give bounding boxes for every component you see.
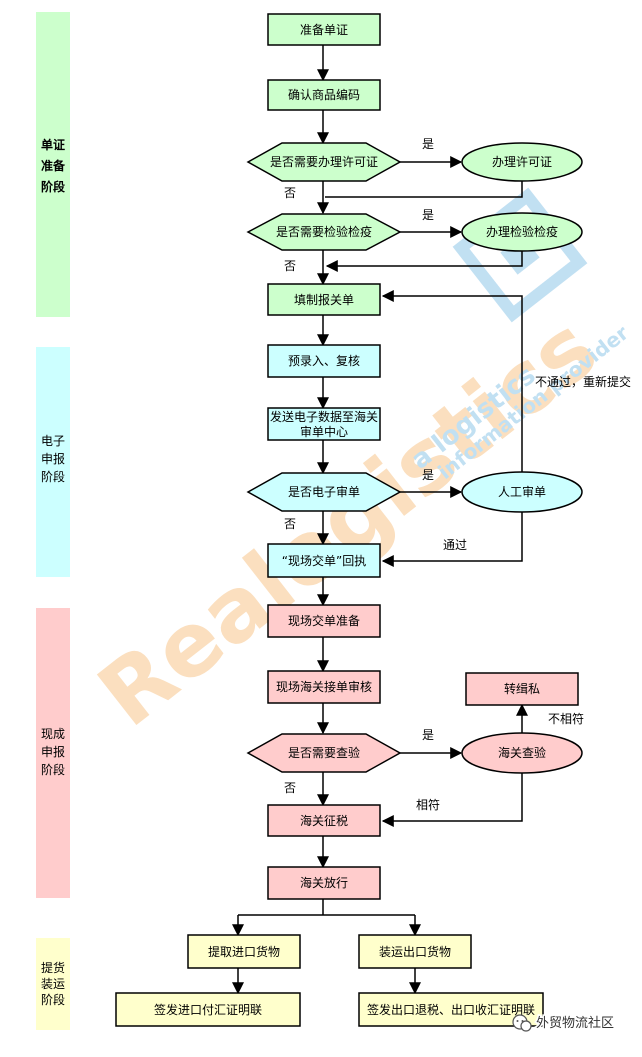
svg-text:办理检验检疫: 办理检验检疫: [486, 224, 558, 239]
svg-text:海关征税: 海关征税: [300, 813, 348, 828]
svg-text:签发出口退税、出口收汇证明联: 签发出口退税、出口收汇证明联: [367, 1002, 535, 1017]
stage-band-shipping: [36, 938, 70, 1030]
svg-text:发送电子数据至海关: 发送电子数据至海关: [270, 409, 378, 424]
node-need-check: 是否需要查验: [246, 733, 402, 773]
node-fill-declaration: 填制报关单: [267, 283, 381, 316]
svg-text:人工审单: 人工审单: [498, 484, 546, 499]
svg-text:现场交单准备: 现场交单准备: [288, 613, 360, 628]
node-to-smuggling: 转缉私: [465, 672, 579, 706]
edge-label-no-inspection: 否: [284, 259, 296, 273]
node-customs-check: 海关查验: [461, 732, 583, 774]
node-customs-tax: 海关征税: [267, 804, 381, 837]
stage-band-prep: [36, 12, 70, 317]
svg-text:现场海关接单审核: 现场海关接单审核: [276, 679, 372, 694]
node-receipt: “现场交单”回执: [267, 543, 381, 578]
stage-label-electronic-1: 电子: [41, 434, 65, 448]
edge-label-yes-check: 是: [422, 728, 434, 742]
svg-text:审单中心: 审单中心: [300, 424, 348, 439]
svg-text:是否需要检验检疫: 是否需要检验检疫: [276, 224, 372, 239]
stage-label-shipping-3: 阶段: [41, 992, 65, 1007]
node-customs-release: 海关放行: [267, 866, 381, 900]
svg-text:转缉私: 转缉私: [504, 681, 540, 696]
stage-label-onsite-2: 申报: [41, 744, 65, 759]
edge-label-no-electronic: 否: [284, 517, 296, 531]
svg-text:海关查验: 海关查验: [498, 745, 546, 760]
svg-text:填制报关单: 填制报关单: [294, 292, 354, 307]
edge-label-no-check: 否: [284, 781, 296, 795]
svg-text:装运出口货物: 装运出口货物: [379, 944, 451, 959]
node-need-permit: 是否需要办理许可证: [246, 142, 402, 182]
node-ship-export: 装运出口货物: [358, 934, 472, 969]
svg-text:确认商品编码: 确认商品编码: [288, 87, 360, 102]
stage-label-shipping-2: 装运: [41, 977, 65, 991]
stage-label-electronic-2: 申报: [41, 451, 65, 466]
node-import-cert: 签发进口付汇证明联: [115, 992, 301, 1027]
edge-label-yes-electronic: 是: [422, 468, 434, 482]
edge-label-reject: 不通过，重新提交: [535, 374, 631, 389]
stage-label-prep-2: 准备: [41, 158, 66, 173]
edge-label-match: 相符: [416, 797, 440, 812]
node-send-data: 发送电子数据至海关 审单中心: [267, 407, 381, 441]
stage-band-onsite: [36, 608, 70, 898]
stage-band-electronic: [36, 347, 70, 577]
node-onsite-prep: 现场交单准备: [267, 604, 381, 638]
wechat-icon: [512, 1014, 532, 1032]
nodes: 准备单证 确认商品编码 是否需要办理许可证 办理许可证 是否需要检验检疫 办理检…: [115, 13, 583, 1027]
node-manual-review: 人工审单: [461, 471, 583, 513]
svg-text:海关放行: 海关放行: [300, 875, 348, 890]
node-prepare-docs: 准备单证: [267, 13, 381, 46]
edge-label-pass: 通过: [443, 538, 467, 552]
node-handle-inspection: 办理检验检疫: [461, 212, 583, 252]
svg-text:提取进口货物: 提取进口货物: [208, 944, 280, 959]
stage-label-shipping-1: 提货: [41, 960, 65, 975]
svg-text:预录入、复核: 预录入、复核: [288, 354, 360, 368]
stage-label-onsite-3: 阶段: [41, 762, 65, 777]
svg-text:办理许可证: 办理许可证: [492, 154, 552, 169]
node-export-cert: 签发出口退税、出口收汇证明联: [358, 992, 544, 1027]
connectors: [232, 45, 528, 995]
edge-label-mismatch: 不相符: [548, 711, 584, 726]
svg-text:准备单证: 准备单证: [300, 23, 348, 37]
svg-text:签发进口付汇证明联: 签发进口付汇证明联: [154, 1002, 262, 1017]
stage-label-prep-3: 阶段: [41, 179, 66, 194]
edge-label-yes-permit: 是: [422, 137, 434, 151]
node-confirm-code: 确认商品编码: [267, 79, 381, 111]
node-pickup-import: 提取进口货物: [187, 934, 301, 969]
watermark: Realogistics a logistics information pro…: [80, 187, 633, 747]
node-electronic-review: 是否电子审单: [246, 472, 402, 512]
footer-source-text: 外贸物流社区: [536, 1015, 614, 1031]
edge-label-no-permit: 否: [284, 186, 296, 200]
svg-text:是否需要查验: 是否需要查验: [288, 745, 360, 760]
stage-label-electronic-3: 阶段: [41, 469, 65, 484]
stage-bands: 单证 准备 阶段 电子 申报 阶段 现成 申报 阶段 提货 装运 阶段: [36, 12, 70, 1030]
node-handle-permit: 办理许可证: [461, 142, 583, 182]
svg-text:是否需要办理许可证: 是否需要办理许可证: [270, 154, 378, 169]
stage-label-onsite-1: 现成: [41, 727, 65, 741]
node-onsite-review: 现场海关接单审核: [267, 670, 381, 704]
svg-text:是否电子审单: 是否电子审单: [288, 484, 360, 499]
edge-labels: 是 否 是 否 不通过，重新提交 是 否 通过 是 否 不相符 相符: [284, 137, 631, 812]
svg-text:“现场交单”回执: “现场交单”回执: [282, 553, 366, 568]
edge-label-yes-inspection: 是: [422, 208, 434, 222]
node-pre-entry: 预录入、复核: [267, 344, 381, 378]
node-need-inspection: 是否需要检验检疫: [246, 213, 402, 251]
footer-credit: 外贸物流社区: [512, 1014, 616, 1033]
stage-label-prep-1: 单证: [41, 137, 65, 152]
